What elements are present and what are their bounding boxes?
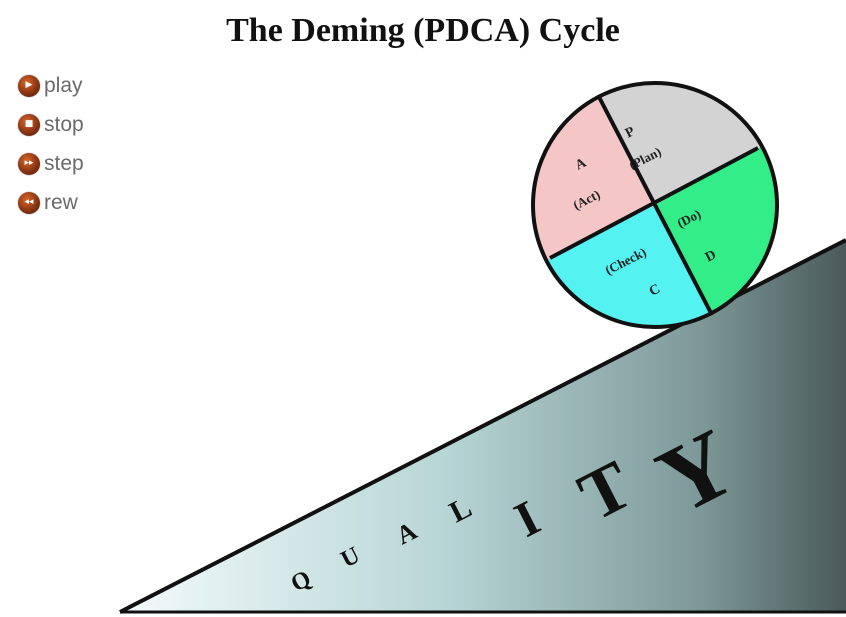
wheel-divider-2 xyxy=(549,146,759,260)
play-button[interactable]: ▶ play xyxy=(18,66,84,105)
stop-label: stop xyxy=(44,112,84,136)
wheel-divider-1 xyxy=(596,94,714,316)
stop-button[interactable]: ■ stop xyxy=(18,105,84,144)
rewind-icon: ◂◂ xyxy=(18,191,40,214)
page-title: The Deming (PDCA) Cycle xyxy=(226,12,620,49)
play-icon: ▶ xyxy=(18,74,40,97)
step-label: step xyxy=(44,151,84,175)
stop-icon: ■ xyxy=(18,113,40,136)
playback-controls: ▶ play ■ stop ▸▸ step ◂◂ rew xyxy=(18,66,84,222)
play-label: play xyxy=(44,73,83,97)
step-icon: ▸▸ xyxy=(18,152,40,175)
rewind-label: rew xyxy=(44,190,78,214)
step-button[interactable]: ▸▸ step xyxy=(18,144,84,183)
rewind-button[interactable]: ◂◂ rew xyxy=(18,183,84,222)
act-quadrant xyxy=(533,95,655,310)
wheel-outline xyxy=(531,81,779,329)
